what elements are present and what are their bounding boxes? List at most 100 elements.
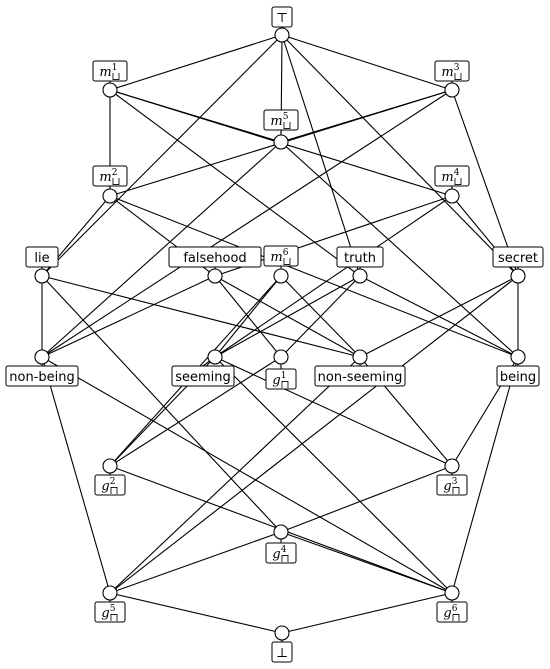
node-label-box	[434, 165, 470, 187]
node-circle	[34, 268, 50, 284]
edge-truth-seeming	[214, 275, 361, 358]
node-m2: m2⊔	[92, 165, 128, 204]
node-nonbeing: non-being	[5, 349, 79, 387]
node-circle	[207, 268, 223, 284]
node-m5: m5⊔	[263, 109, 299, 150]
edge-m5-nonbeing	[41, 141, 282, 358]
node-label: non-seeming	[318, 370, 403, 385]
edge-nonbeing-g5	[41, 356, 111, 594]
node-label: g4⊓	[272, 545, 289, 565]
edge-m6-seeming	[214, 275, 282, 358]
edge-truth-g1	[280, 275, 361, 358]
node-m3: m3⊔	[434, 60, 470, 98]
node-label-superscript: 2	[112, 168, 118, 178]
edge-top-lie	[41, 34, 283, 277]
node-label-superscript: 3	[454, 63, 460, 73]
node-m4: m4⊔	[434, 165, 470, 204]
node-label-subscript: ⊓	[109, 484, 118, 497]
node-label-superscript: 4	[454, 168, 460, 178]
node-circle	[510, 349, 526, 365]
node-circle	[273, 524, 289, 540]
edge-secret-nonseeming	[359, 275, 519, 358]
node-g1: g1⊓	[265, 349, 297, 391]
node-label-subscript: ⊔	[111, 70, 120, 83]
node-label-box	[94, 474, 126, 496]
node-label: seeming	[175, 370, 231, 385]
node-label: truth	[344, 251, 376, 266]
node-lie: lie	[25, 246, 59, 284]
node-top: ⊤	[271, 6, 293, 43]
node-circle	[102, 585, 118, 601]
node-label-base: g	[272, 373, 280, 388]
edge-nonseeming-g5	[109, 356, 361, 594]
edge-m3-secret	[451, 89, 519, 277]
node-seeming: seeming	[171, 349, 235, 387]
node-secret: secret	[492, 246, 544, 284]
edge-g3-g4	[280, 465, 453, 533]
edge-m4-seeming	[214, 195, 453, 358]
node-label: g5⊓	[101, 604, 118, 624]
node-label: m2⊔	[99, 168, 120, 188]
node-g5: g5⊓	[94, 585, 126, 624]
node-label-box	[436, 601, 468, 623]
node-label-superscript: 2	[110, 477, 116, 487]
node-label: m6⊔	[270, 248, 291, 268]
node-label-box	[25, 246, 59, 268]
node-falsehood: falsehood	[168, 246, 262, 284]
node-label-box	[5, 365, 79, 387]
node-label-superscript: 1	[281, 371, 287, 381]
node-g6: g6⊓	[436, 585, 468, 624]
node-label-subscript: ⊓	[280, 378, 289, 391]
node-label-box	[336, 246, 384, 268]
node-label-box	[263, 109, 299, 131]
node-label-base: g	[101, 606, 109, 621]
node-label-box	[263, 245, 299, 267]
node-label: g3⊓	[443, 477, 460, 497]
node-label: m5⊔	[270, 112, 291, 132]
node-g3: g3⊓	[436, 458, 468, 497]
node-label-superscript: 5	[110, 604, 116, 614]
node-label-superscript: 6	[283, 248, 289, 258]
node-circle	[444, 82, 460, 98]
node-label-box	[92, 165, 128, 187]
node-label-box	[434, 60, 470, 82]
edge-seeming-g6	[214, 356, 453, 594]
edge-nonbeing-g6	[41, 356, 453, 594]
node-circle	[273, 349, 289, 365]
edge-g4-g6	[280, 531, 453, 594]
node-circle	[274, 27, 290, 43]
node-label-subscript: ⊓	[109, 611, 118, 624]
edge-m5-being	[280, 141, 519, 358]
edge-m3-nonbeing	[41, 89, 453, 358]
node-label-base: m	[99, 170, 111, 185]
node-nonseeming: non-seeming	[314, 349, 406, 387]
node-label-box	[171, 365, 235, 387]
edge-secret-g5	[109, 275, 519, 594]
node-circle	[102, 458, 118, 474]
node-label-base: m	[441, 170, 453, 185]
node-label: being	[500, 370, 536, 385]
node-label-superscript: 3	[452, 477, 458, 487]
edge-top-m1	[109, 34, 283, 91]
node-label-base: m	[99, 65, 111, 80]
node-circle	[273, 134, 289, 150]
node-label-base: g	[443, 479, 451, 494]
node-circle	[274, 625, 290, 641]
node-label-box	[314, 365, 406, 387]
node-label-box	[436, 474, 468, 496]
node-g2: g2⊓	[94, 458, 126, 497]
node-label-base: m	[270, 114, 282, 129]
node-label-subscript: ⊔	[453, 175, 462, 188]
node-label-box	[492, 246, 544, 268]
node-label-box	[92, 60, 128, 82]
node-label-subscript: ⊔	[453, 70, 462, 83]
node-label-base: g	[101, 479, 109, 494]
node-circle	[207, 349, 223, 365]
node-label-box	[265, 542, 297, 564]
node-label-box	[265, 368, 297, 390]
node-circle	[510, 268, 526, 284]
node-g4: g4⊓	[265, 524, 297, 565]
node-label-subscript: ⊔	[282, 255, 291, 268]
node-circle	[273, 268, 289, 284]
node-circle	[102, 188, 118, 204]
